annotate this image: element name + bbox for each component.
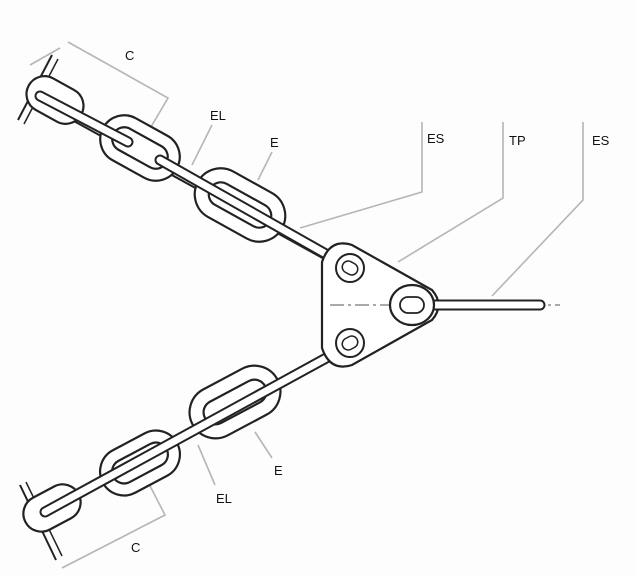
leader-lines [29,41,584,569]
upper-chain [25,75,356,274]
label-es-right: ES [592,133,610,148]
label-c-bottom: C [131,540,140,555]
label-es-left: ES [427,131,445,146]
label-e-top: E [270,135,279,150]
label-e-bottom: E [274,463,283,478]
label-tp: TP [509,133,526,148]
label-el-top: EL [210,108,226,123]
label-el-bottom: EL [216,491,232,506]
label-c-top: C [125,48,134,63]
anchor-point-icon [17,54,63,561]
end-swivel [388,283,546,327]
lower-chain [22,339,356,533]
